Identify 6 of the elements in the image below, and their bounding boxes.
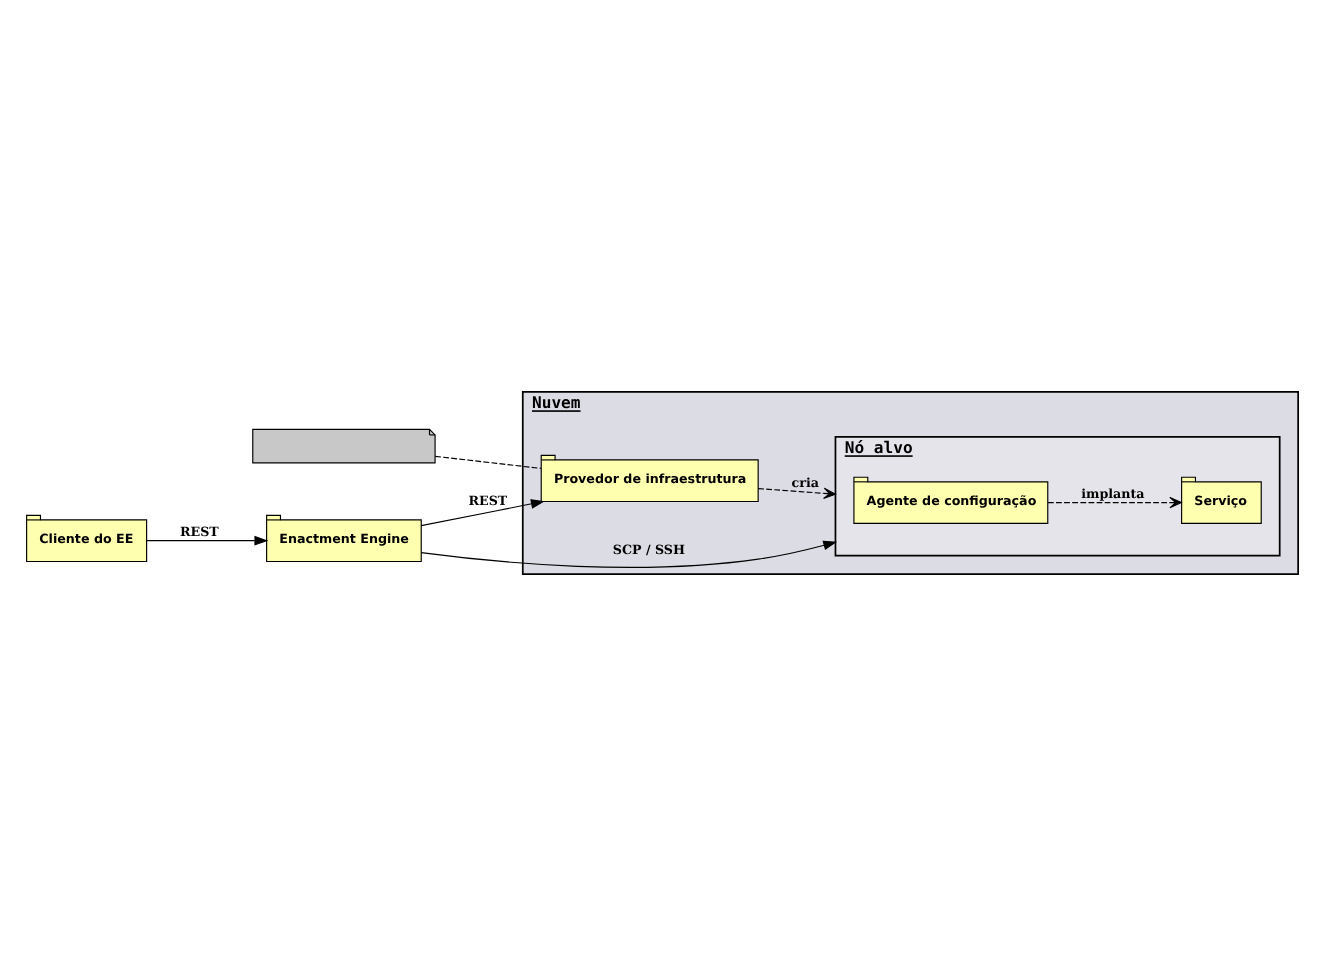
connector bbox=[434, 455, 542, 469]
arrow bbox=[146, 535, 269, 546]
arrow bbox=[420, 499, 545, 527]
arrow bbox=[420, 540, 838, 568]
arrow bbox=[1047, 496, 1182, 509]
arrow bbox=[757, 487, 837, 500]
